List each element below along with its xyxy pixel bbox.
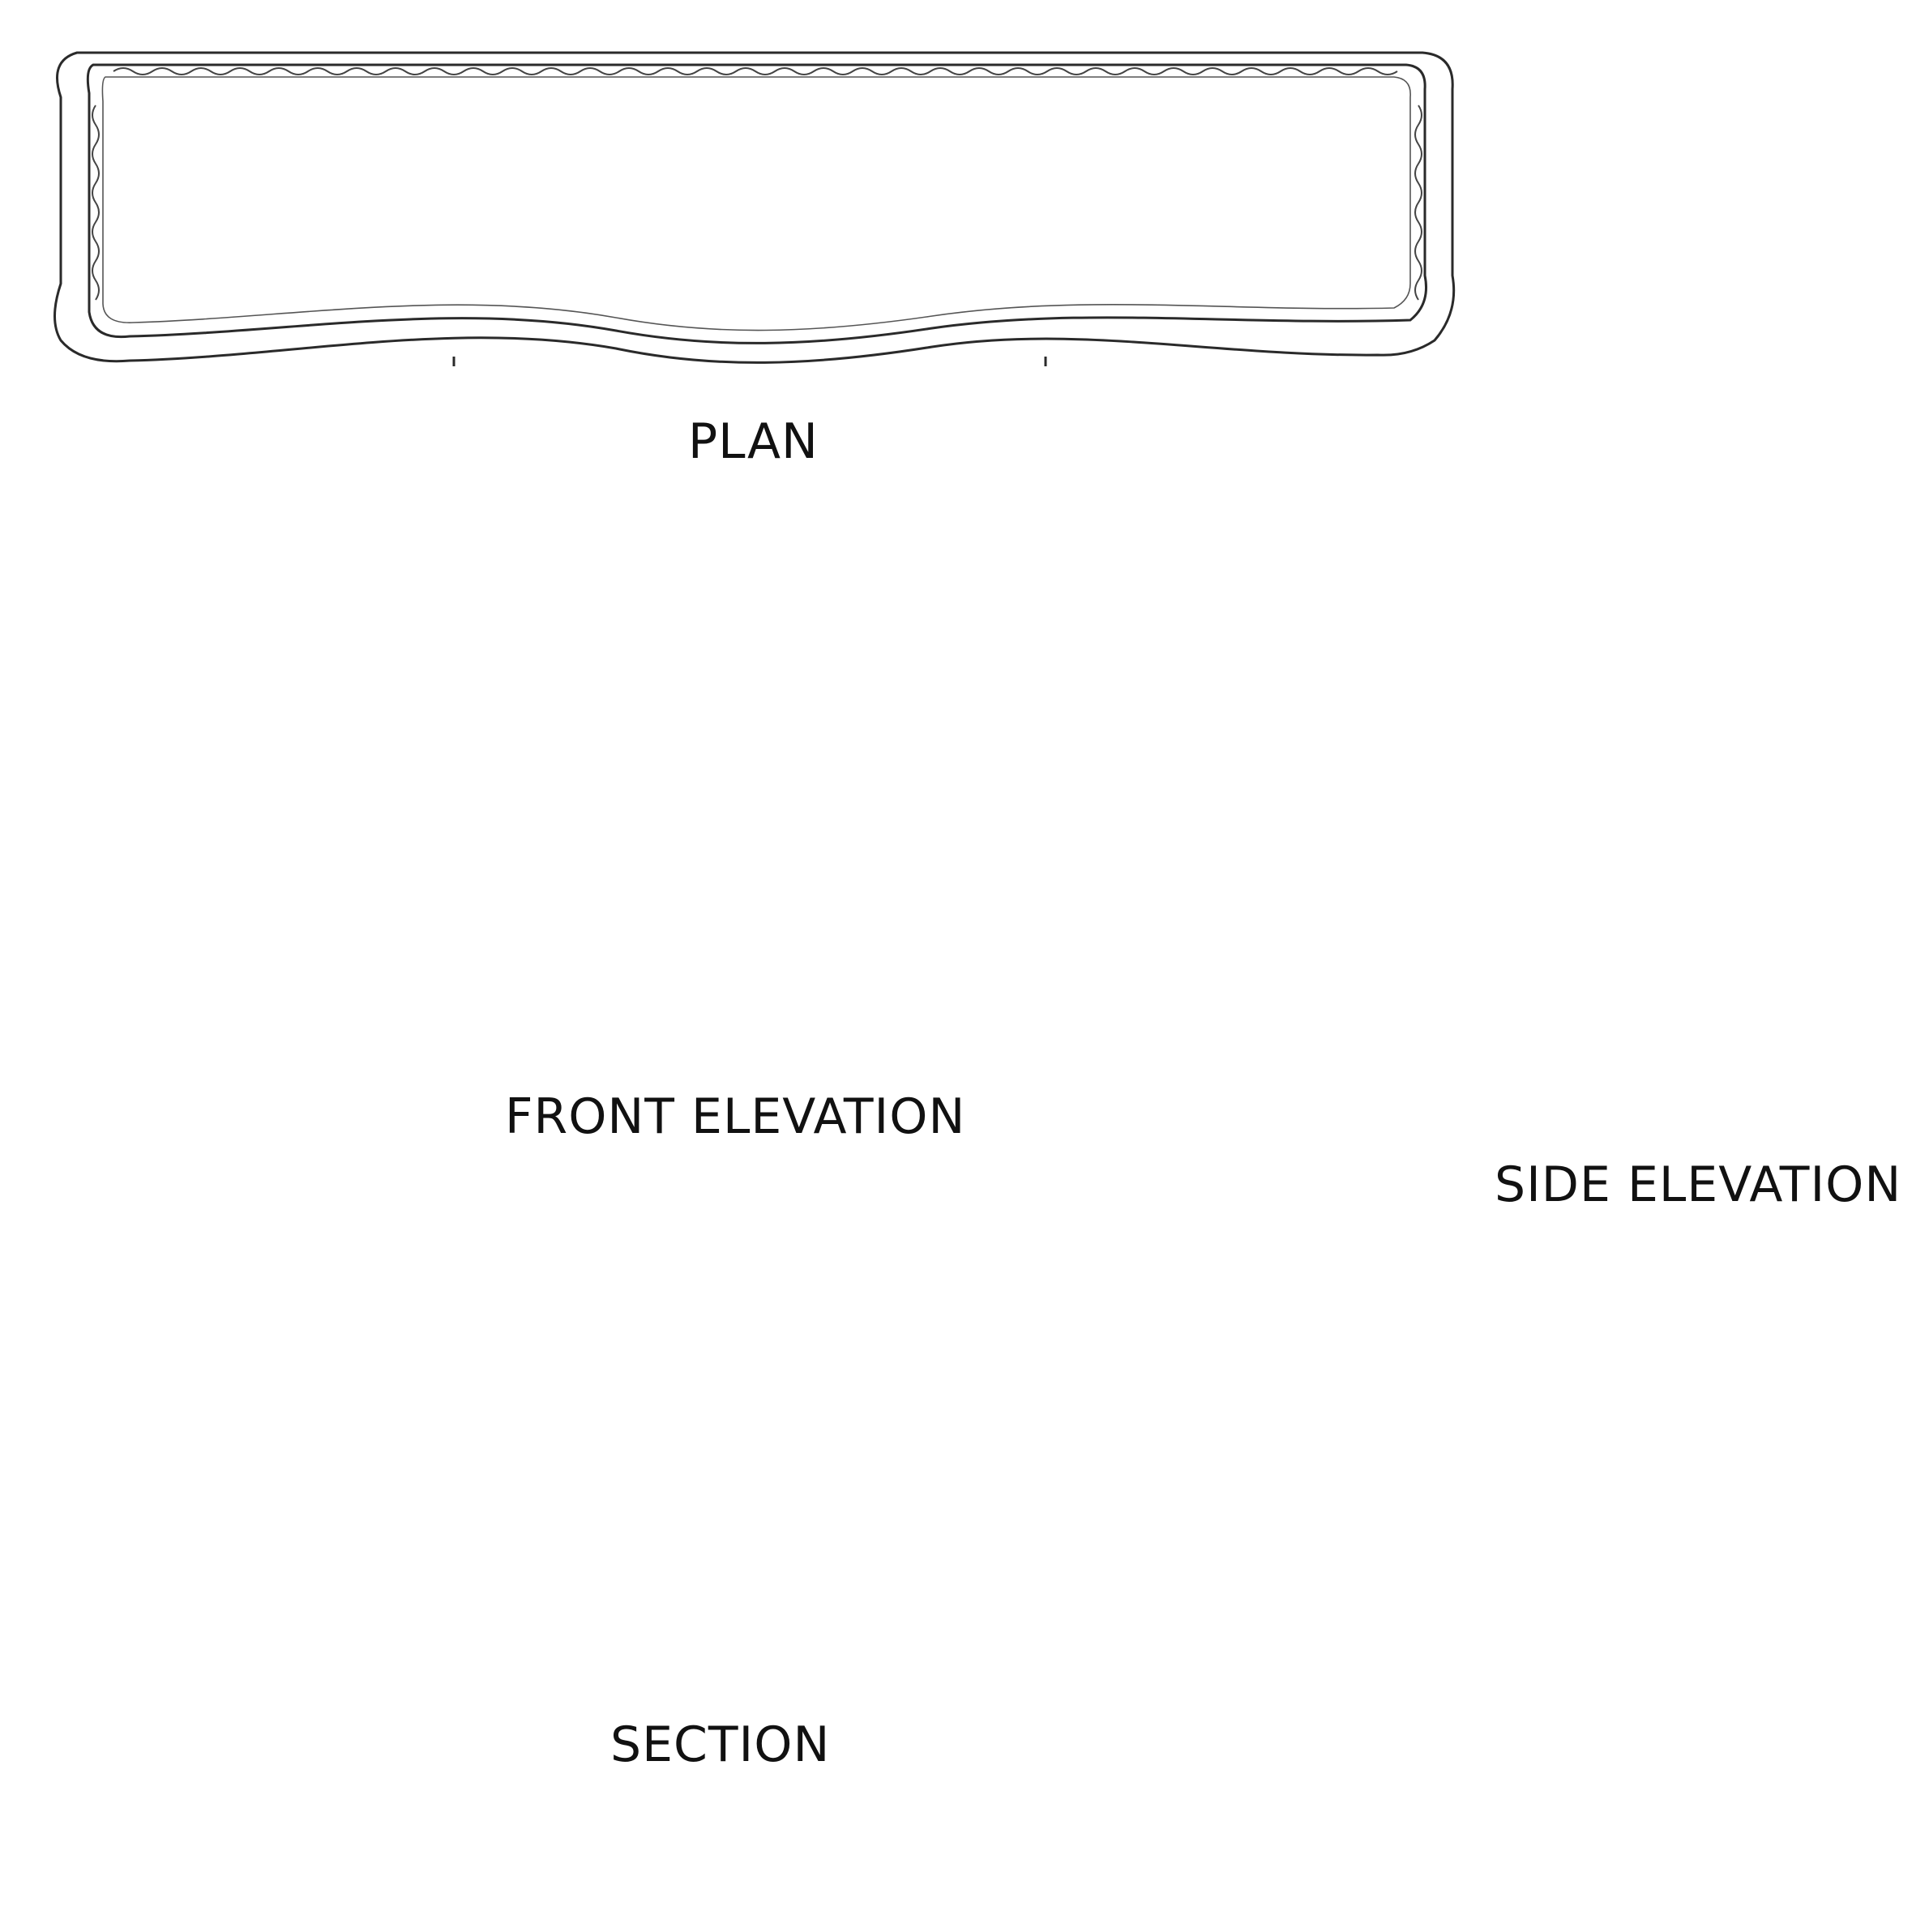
section-label: SECTION <box>610 1716 831 1773</box>
side-elevation-label: SIDE ELEVATION <box>1495 1156 1902 1213</box>
plan-label: PLAN <box>688 413 819 470</box>
plan-view <box>53 51 1456 366</box>
front-elevation-label: FRONT ELEVATION <box>505 1088 966 1145</box>
